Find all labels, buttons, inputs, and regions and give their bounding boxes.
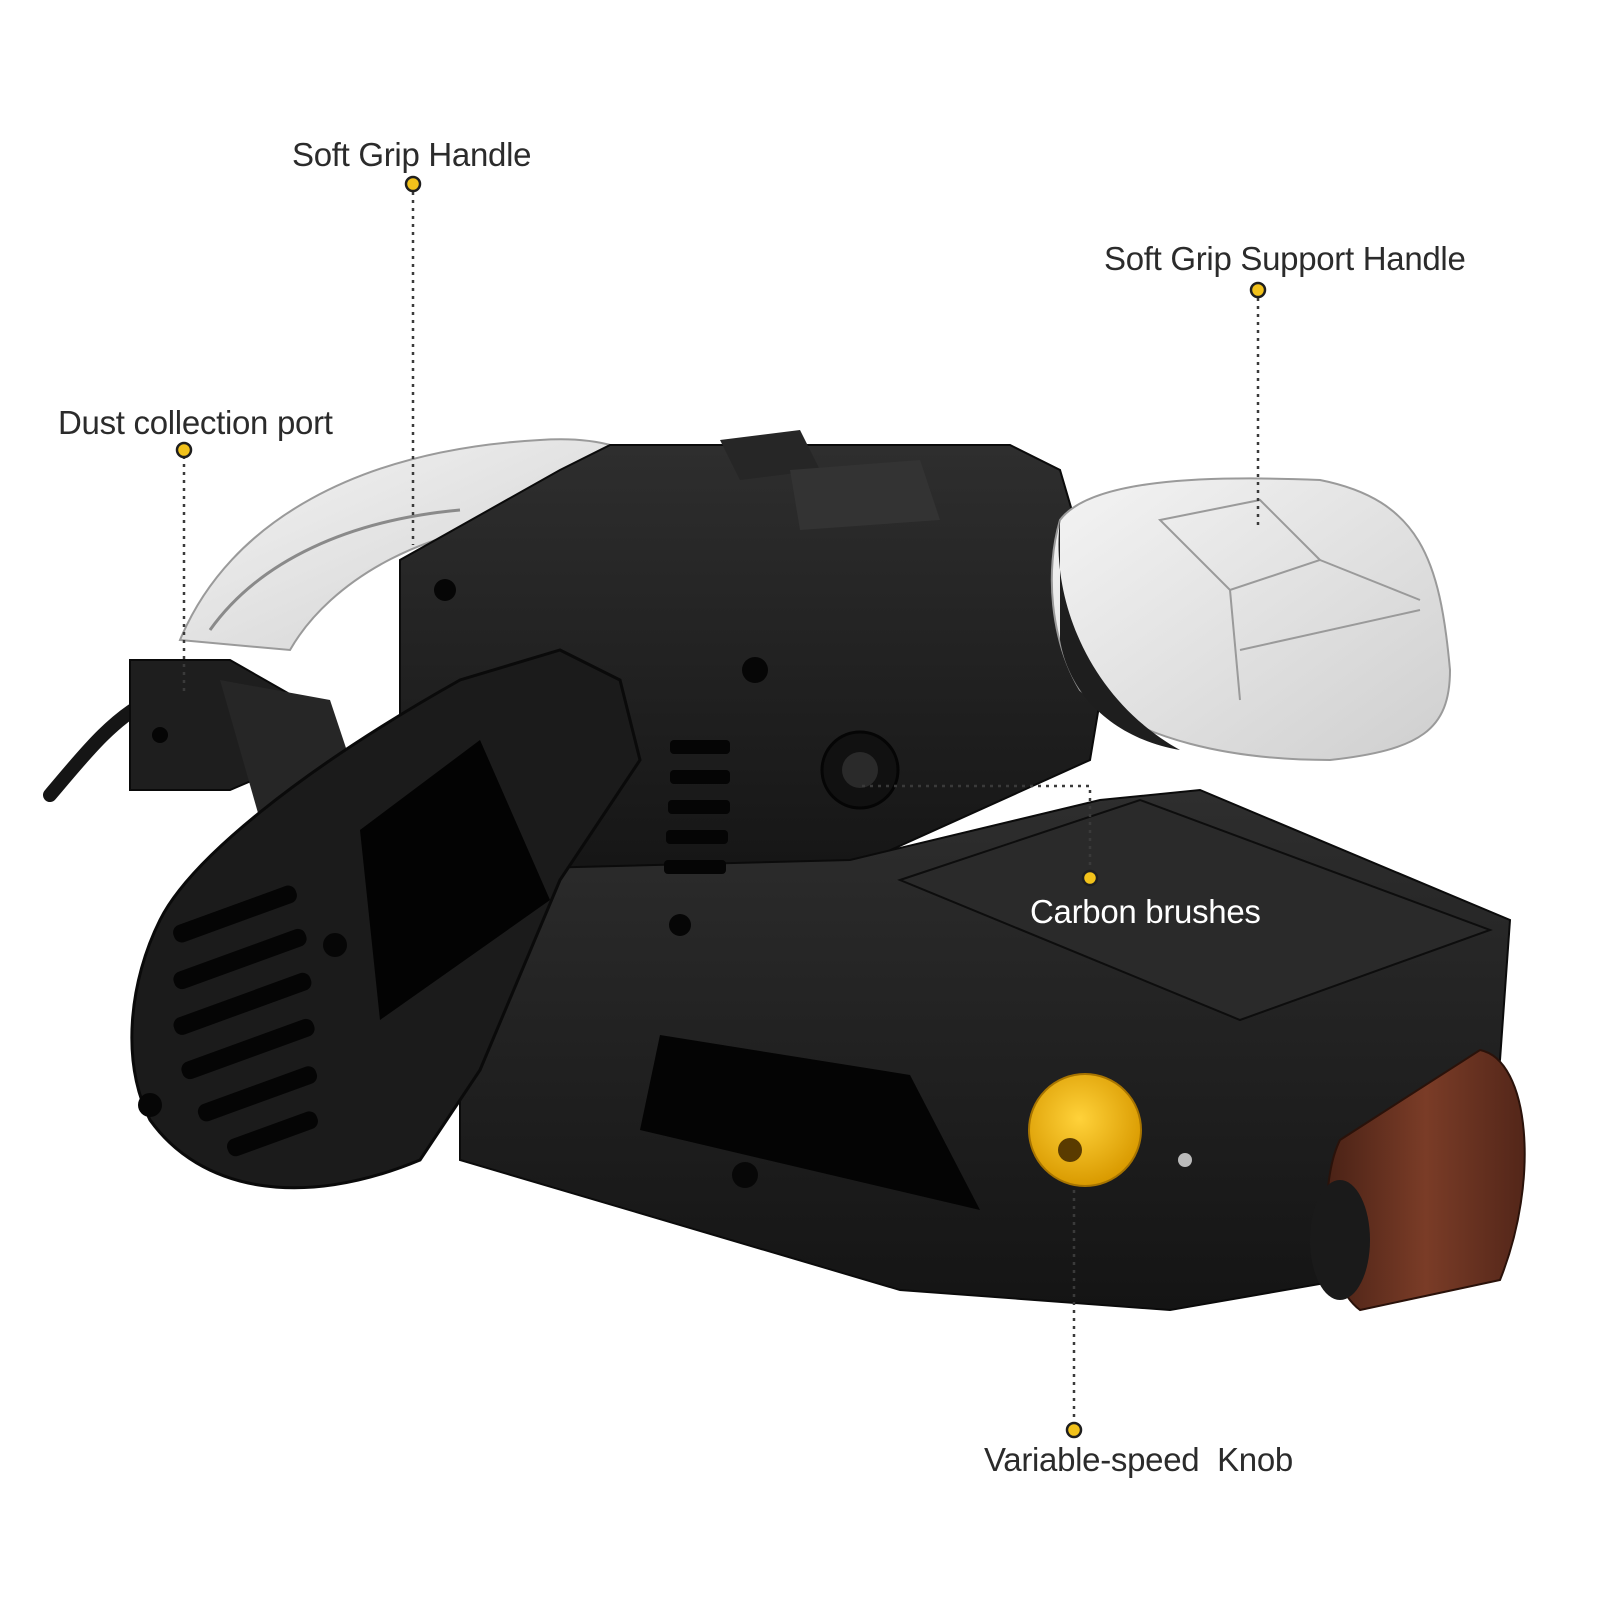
callout-label-carbon-brushes: Carbon brushes	[1030, 893, 1261, 930]
callout-label-dust-collection-port: Dust collection port	[58, 404, 333, 441]
callout-leaders	[182, 192, 1260, 1423]
speed-knob	[1028, 1073, 1142, 1187]
marker-speed-knob	[1065, 1421, 1083, 1439]
callout-label-soft-grip-support-handle: Soft Grip Support Handle	[1104, 240, 1466, 277]
marker-soft-grip-handle	[404, 175, 422, 193]
marker-carbon-brushes	[1081, 869, 1099, 887]
base-window	[640, 1035, 980, 1210]
motor-vents	[664, 740, 730, 874]
cover-vents	[173, 885, 318, 1157]
callout-label-soft-grip-handle: Soft Grip Handle	[292, 136, 532, 173]
marker-dust-port	[175, 441, 193, 459]
marker-support-handle	[1249, 281, 1267, 299]
callout-label-variable-speed-knob: Variable-speed Knob	[984, 1441, 1293, 1478]
callout-markers	[175, 175, 1267, 1439]
cover-window	[360, 740, 550, 1020]
